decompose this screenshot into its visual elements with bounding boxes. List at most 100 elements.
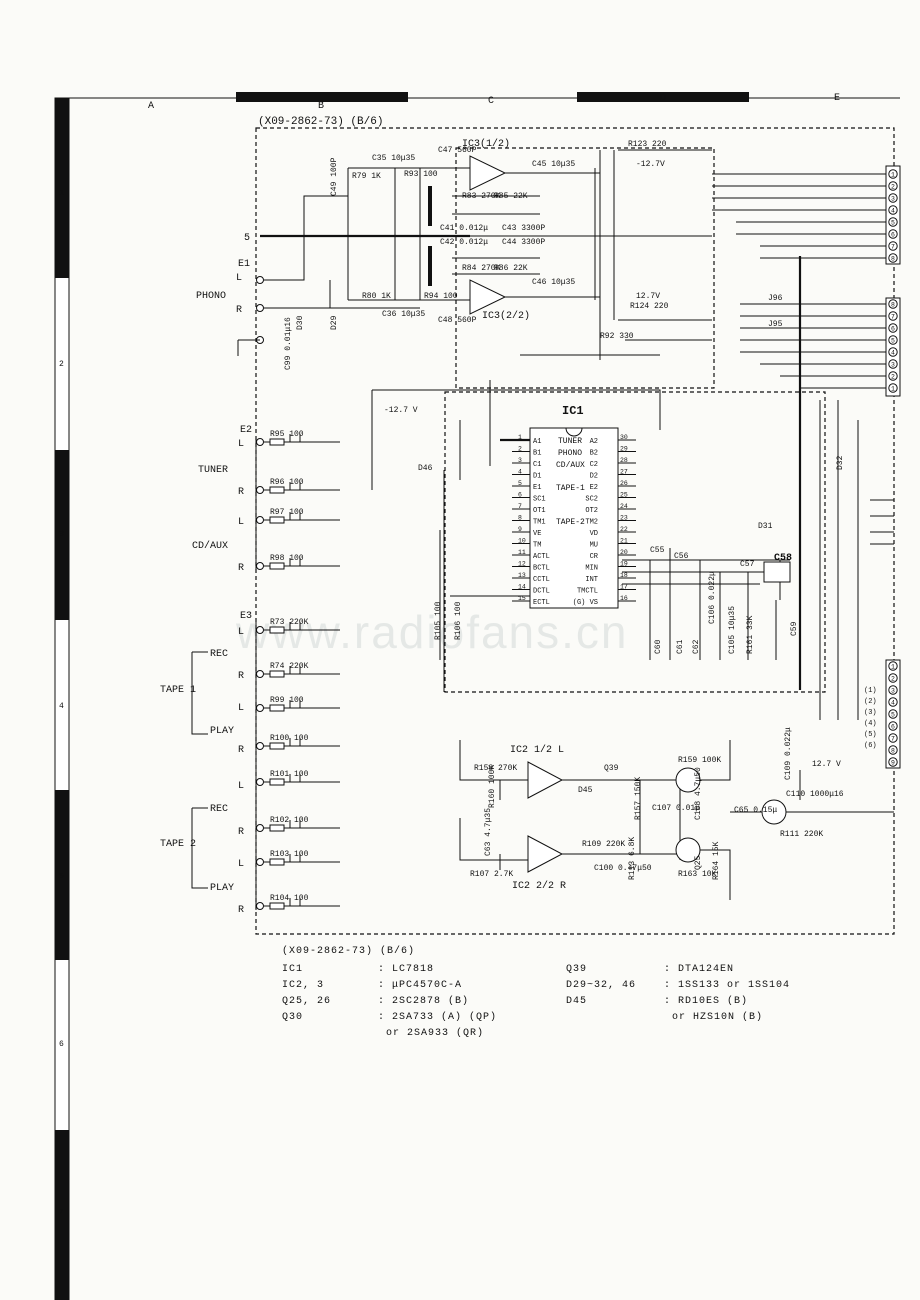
ic1-pin-name: ACTL [533,553,550,561]
ic1-pin-number: 5 [518,480,522,487]
ic1-pin-number: 9 [518,526,522,533]
lbl-r113: C108 4.7μ50 [694,767,703,820]
ic1-body [529,427,619,609]
ic3-region [455,147,715,389]
row-label: 1 [59,189,64,198]
ic1-region [444,391,826,693]
tape2-l: L [238,781,244,792]
lbl-c99: C99 0.01μ16 [284,317,293,370]
connector-pin [888,383,898,393]
lbl-c48: C48 560P [438,316,477,325]
connector-pin [888,673,898,683]
jack-pin [256,626,264,634]
ic1-pin-name: E1 [533,484,541,492]
ic1-pin-number: 3 [518,457,522,464]
phono-input: E1 PHONO L R 5 [196,195,420,356]
lbl-c63: Q39 [604,764,619,773]
jack-resistor-label: R101 100 [270,770,309,779]
lbl-c35: C35 10μ35 [372,154,415,163]
lbl-d29: D29 [330,315,339,330]
ic1-pin-number: 22 [620,526,628,533]
row-label: 3 [59,530,64,539]
connector-pin-number: 4 [891,700,895,707]
lbl-r160: C57 [740,560,755,569]
lbl-c106: R105 100 [434,601,443,640]
lbl-c65: R158 270K [474,764,517,773]
jack-resistor-label: R104 100 [270,894,309,903]
connector-ref: (2) [864,698,877,706]
jack-resistor-label: R95 100 [270,430,304,439]
ic1-pin-name: C2 [590,461,598,469]
parts-notes: (X09-2862-73) (B/6) IC1 : LC7818 IC2, 3 … [282,946,842,1039]
row-label: 4 [59,702,64,711]
tuner-l: L [238,439,244,450]
lbl-d32: D32 [836,455,845,470]
connector-pin [888,311,898,321]
ic1-pin-number: 18 [620,572,628,579]
connector-ref: (3) [864,709,877,717]
ic2a-label: IC2 1/2 L [510,744,564,756]
ic1-pin-name: VE [533,530,541,538]
notes-title: (X09-2862-73) (B/6) [282,946,416,957]
lbl-r108: R109 220K [582,840,625,849]
jack-rows [256,434,340,910]
tuner-label: TUNER [198,465,228,476]
ic2b-label: IC2 2/2 R [512,880,566,892]
jack-pin [256,704,264,712]
jack-pin [256,562,264,570]
jack-resistor-label: R100 100 [270,734,309,743]
series-resistor [269,704,285,712]
ic1-pin-name: D1 [533,473,541,481]
tuner-ref: E2 [240,425,252,436]
connector-pin [888,721,898,731]
connector-pin [888,323,898,333]
input-jacks: E2 L TUNER R L CD/AUX R E3 L REC R TAPE … [160,425,340,916]
lbl-c64: C100 0.47μ50 [594,864,652,873]
note-d29-ref: D29~32, 46 [566,980,637,991]
lbl-j96: J96 [768,294,783,303]
jack-resistor-label: R102 100 [270,816,309,825]
ic1-pin-name: TM1 [533,519,546,527]
connector-pin [888,205,898,215]
ic1-pin-number: 26 [620,480,628,487]
zone-a: A [148,101,154,112]
connector-pin [888,169,898,179]
jack-resistor-label: R73 220K [270,618,309,627]
rail-pos-bottom: 12.7 V [812,760,841,769]
lbl-r112: C63 4.7μ35 [484,808,493,856]
connector-pin-number: 4 [891,350,895,357]
note-q30-alt: or 2SA933 (QR) [386,1028,485,1039]
note-q30-part: : 2SA733 (A) (QP) [378,1012,498,1023]
ic1-pin-number: 4 [518,469,522,476]
jack-pin [256,742,264,750]
ic1-pin-name: CCTL [533,576,550,584]
lbl-c46: C46 10μ35 [532,278,575,287]
connector-pin-number: 5 [891,712,895,719]
series-resistor [269,438,285,446]
rail-neg-top: -12.7V [636,160,665,169]
lbl-r158: C56 [674,552,689,561]
ic1-pin-name: INT [585,576,598,584]
row-label: 5 [59,872,64,881]
tape-ref: E3 [240,611,252,622]
connector-pin-number: 6 [891,326,895,333]
ic1-pin-number: 10 [518,538,526,545]
connector-pin-number: 5 [891,338,895,345]
connector-pin-number: 1 [891,386,895,393]
connector-pin-number: 7 [891,736,895,743]
lbl-r111: R160 100K [488,765,497,808]
ic1-inner-phono: PHONO [558,449,582,458]
series-resistor [269,562,285,570]
lbl-r83: R83 270K [462,192,501,201]
ic1-pin-name: D2 [590,473,598,481]
lbl-r119: R164 15K [712,841,721,880]
ic1-pin-name: A2 [590,438,598,446]
tape1-label: TAPE 1 [160,685,196,696]
connector-pin [888,709,898,719]
ic1-pin-number: 11 [518,549,526,556]
ic1-pin-number: 20 [620,549,628,556]
connector-pin-number: 3 [891,196,895,203]
tape1-play: PLAY [210,726,234,737]
connector-pin-number: 6 [891,232,895,239]
